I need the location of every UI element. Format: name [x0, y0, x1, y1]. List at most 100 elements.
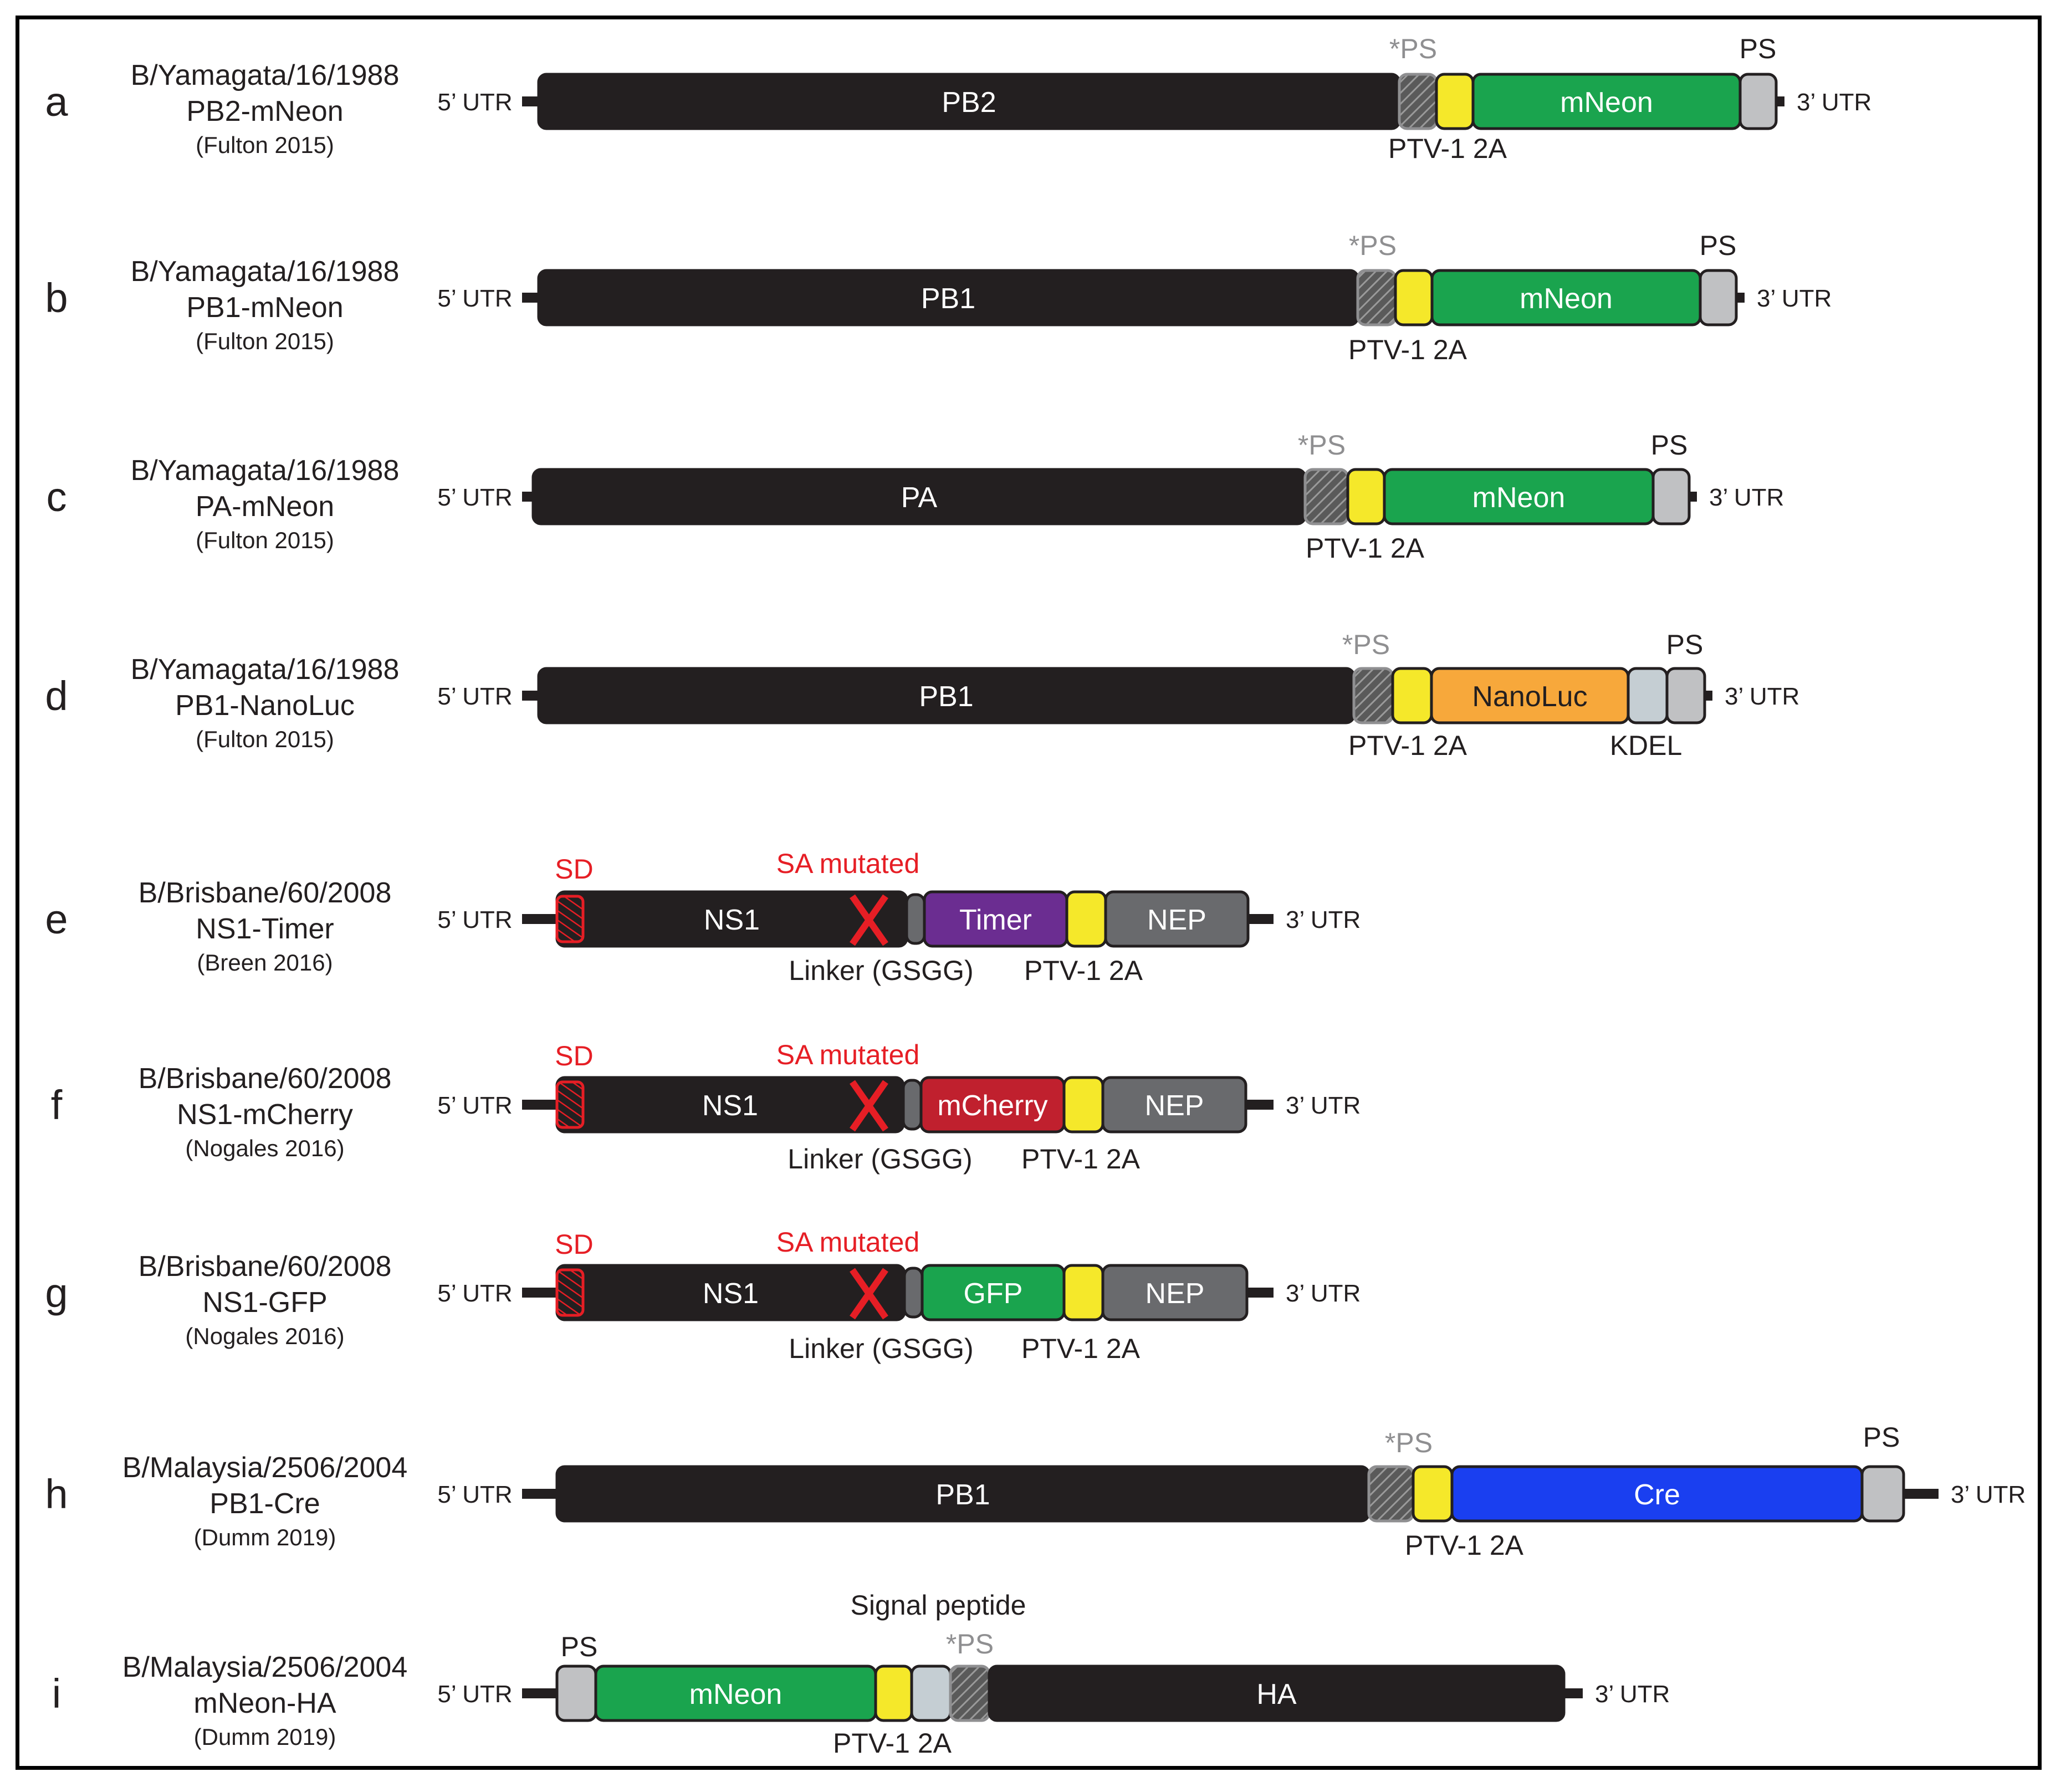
splice-donor-box	[555, 895, 585, 943]
segment-label: mNeon	[1520, 283, 1613, 315]
segment-linker	[905, 893, 926, 945]
utr3-label: 3’ UTR	[1286, 1280, 1361, 1307]
segment-yellow	[1394, 269, 1434, 326]
utr3-label: 3’ UTR	[1797, 89, 1871, 116]
annotation-black-above: PS	[1700, 230, 1737, 261]
segment-label: NEP	[1147, 904, 1206, 936]
segment-label: NanoLuc	[1472, 681, 1587, 713]
citation: (Fulton 2015)	[196, 527, 334, 553]
segment-nep	[1104, 890, 1250, 948]
utr5-label: 5’ UTR	[437, 1280, 512, 1307]
segment-label: mCherry	[937, 1090, 1047, 1122]
strain-name: B/Yamagata/16/1988	[131, 59, 400, 91]
annotation-black-below: Linker (GSGG)	[789, 955, 973, 986]
utr5-line	[522, 1688, 561, 1698]
segment-black	[988, 1665, 1566, 1722]
segment-label: PB1	[935, 1479, 990, 1511]
sa-mutated-mark	[850, 894, 888, 946]
citation: (Fulton 2015)	[196, 328, 334, 354]
annotation-red-above: SD	[555, 854, 593, 885]
construct-name: NS1-GFP	[202, 1286, 327, 1319]
strain-name: B/Brisbane/60/2008	[139, 877, 392, 909]
annotation-red-above: SA mutated	[776, 1039, 920, 1070]
annotation-red-above: SA mutated	[776, 848, 920, 879]
utr5-line	[522, 914, 561, 924]
segment-yellow	[1391, 667, 1433, 724]
row-letter: c	[47, 474, 67, 520]
annotation-gray-above: *PS	[1389, 33, 1437, 64]
annotation-black-below: PTV-1 2A	[1021, 1333, 1141, 1364]
utr5-line	[522, 1288, 561, 1298]
utr5-line	[522, 1489, 561, 1499]
strain-name: B/Malaysia/2506/2004	[122, 1452, 408, 1484]
utr3-label: 3’ UTR	[1286, 1092, 1361, 1119]
segment-grayps	[1665, 667, 1706, 724]
annotation-black-below: PTV-1 2A	[1024, 955, 1143, 986]
construct-name: PB1-mNeon	[186, 292, 343, 324]
annotation-black-below: Linker (GSGG)	[787, 1143, 972, 1175]
utr3-line	[1244, 914, 1274, 924]
utr3-label: 3’ UTR	[1709, 484, 1784, 511]
segment-yellow	[1435, 73, 1475, 130]
citation: (Nogales 2016)	[185, 1135, 344, 1161]
segment-label: HA	[1256, 1678, 1297, 1711]
segment-label: NEP	[1145, 1278, 1205, 1310]
utr3-line	[1242, 1288, 1274, 1298]
utr3-label: 3’ UTR	[1757, 285, 1832, 312]
segment-nep	[1101, 1076, 1247, 1134]
citation: (Nogales 2016)	[185, 1323, 344, 1349]
row-letter: i	[52, 1671, 61, 1717]
segment-nep	[1101, 1264, 1249, 1321]
segment-hatch	[1356, 269, 1397, 326]
annotation-black-below: PTV-1 2A	[1348, 334, 1467, 365]
segment-label: PB2	[942, 86, 996, 119]
segment-hatch	[949, 1665, 991, 1722]
annotation-red-above: SD	[555, 1040, 593, 1071]
segment-grayps	[555, 1665, 597, 1722]
utr5-label: 5’ UTR	[437, 89, 512, 116]
annotation-black-below: Linker (GSGG)	[789, 1333, 973, 1364]
annotation-black-below: PTV-1 2A	[1388, 133, 1507, 164]
citation: (Dumm 2019)	[194, 1724, 336, 1750]
segment-grayps	[1738, 73, 1778, 130]
annotation-black-below: PTV-1 2A	[1405, 1530, 1524, 1561]
row-letter: b	[45, 275, 68, 321]
utr5-label: 5’ UTR	[437, 683, 512, 710]
strain-name: B/Brisbane/60/2008	[139, 1250, 392, 1283]
figure-border	[16, 16, 2042, 1770]
annotation-black-above: Signal peptide	[851, 1590, 1026, 1621]
construct-name: mNeon-HA	[193, 1687, 336, 1719]
annotation-gray-above: *PS	[1298, 430, 1346, 461]
segment-yellow	[1062, 1076, 1104, 1134]
segment-yellow	[1065, 890, 1107, 948]
row-letter: g	[45, 1270, 68, 1316]
annotation-gray-above: *PS	[946, 1628, 994, 1660]
segment-kdel	[1627, 667, 1669, 724]
utr3-line	[1241, 1100, 1274, 1110]
annotation-black-above: PS	[561, 1631, 598, 1662]
annotation-black-below: KDEL	[1610, 730, 1683, 761]
row-letter: a	[45, 79, 68, 125]
sa-mutated-mark	[850, 1080, 888, 1132]
segment-label: PA	[901, 482, 938, 514]
annotation-black-below: PTV-1 2A	[1021, 1143, 1141, 1175]
segment-grayps	[1651, 468, 1691, 525]
segment-grayps	[1699, 269, 1738, 326]
construct-name: NS1-Timer	[196, 913, 334, 945]
segment-grayps	[1860, 1465, 1905, 1523]
segment-label: NS1	[703, 1278, 759, 1310]
segment-hatch	[1303, 468, 1349, 525]
utr5-label: 5’ UTR	[437, 484, 512, 511]
utr5-label: 5’ UTR	[437, 1481, 512, 1508]
utr3-line	[1899, 1489, 1939, 1499]
annotation-black-above: PS	[1740, 33, 1777, 64]
strain-name: B/Yamagata/16/1988	[131, 654, 400, 686]
annotation-black-above: PS	[1651, 430, 1688, 461]
utr5-line	[522, 1100, 561, 1110]
